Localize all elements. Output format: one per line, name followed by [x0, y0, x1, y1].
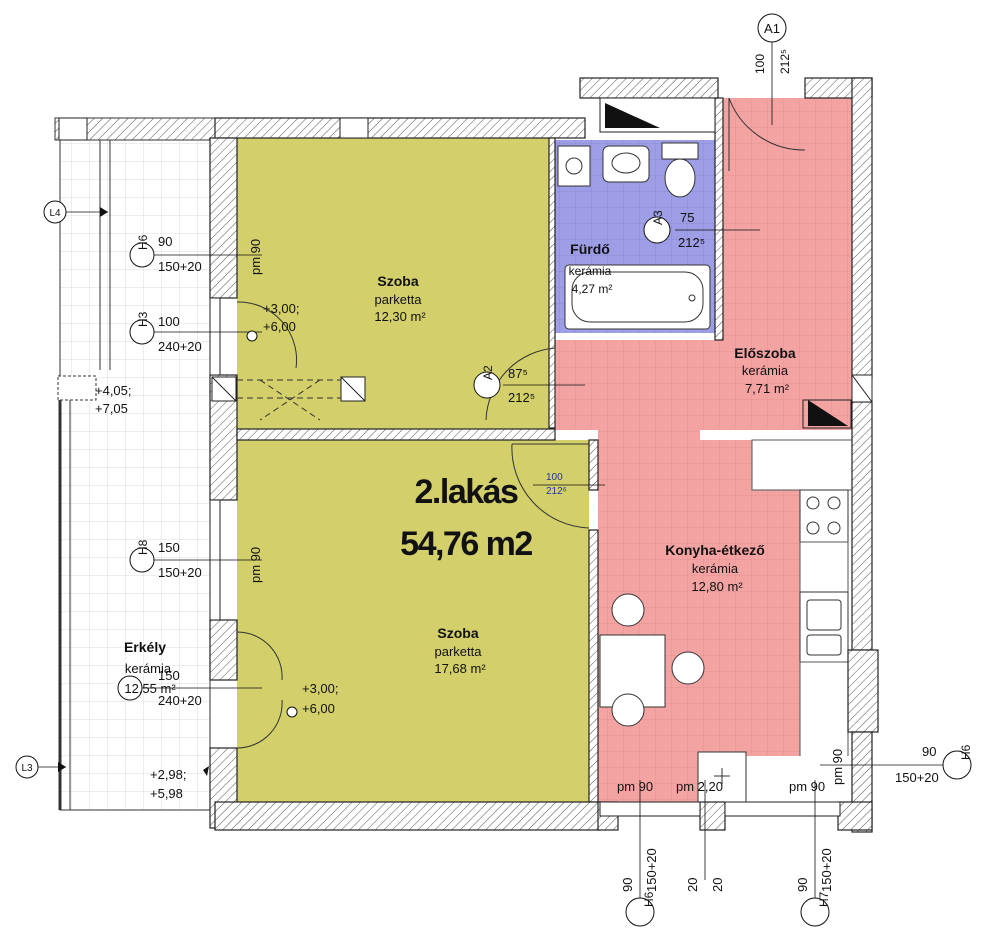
level-4a: +2,98;	[150, 767, 187, 782]
chair	[611, 693, 645, 727]
a1-height: 212⁵	[778, 49, 792, 74]
bot-h6-width: 90	[620, 878, 635, 892]
room1-area: 12,30 m²	[374, 309, 426, 324]
marker-h8-label: H8	[136, 539, 150, 555]
chair	[671, 651, 705, 685]
marker-l3	[15, 755, 39, 779]
a1-width: 100	[753, 54, 767, 74]
marker-h3	[129, 319, 155, 345]
balcony-floor: kerámia	[125, 661, 172, 676]
h3-width: 100	[158, 314, 180, 329]
bath-name: Fürdő	[570, 241, 610, 257]
room2-area: 17,68 m²	[434, 661, 486, 676]
level-2a: +4,05;	[95, 383, 132, 398]
sill-4: pm 2,20	[676, 779, 723, 794]
h8-width: 150	[158, 540, 180, 555]
door-width: 100	[546, 472, 563, 483]
marker-h6	[129, 242, 155, 268]
marker-a1-label: A1	[764, 21, 780, 36]
h6-height: 150+20	[158, 259, 202, 274]
h3-height: 240+20	[158, 339, 202, 354]
bot-h7-height: 150+20	[819, 848, 834, 892]
sill-5: pm 90	[789, 779, 825, 794]
h6right-height: 150+20	[895, 770, 939, 785]
marker-l3-label: L3	[21, 763, 33, 774]
level-1b: +6,00	[263, 319, 296, 334]
marker-a3	[643, 216, 671, 244]
washbasin-cabinet	[557, 145, 591, 187]
marker-h6-label: H6	[136, 234, 150, 250]
sill-2: pm 90	[248, 547, 263, 583]
washbasin	[602, 145, 650, 183]
kitchen-floor: kerámia	[692, 561, 739, 576]
room1-floor: parketta	[375, 292, 423, 307]
room2-name: Szoba	[437, 625, 478, 641]
bot-h6-height: 150+20	[644, 848, 659, 892]
bath-area: 4,27 m²	[572, 282, 613, 296]
sill-1: pm 90	[248, 239, 263, 275]
marker-h6-right	[942, 750, 972, 780]
marker-h6-bottom-label: H6	[642, 891, 656, 907]
walls	[209, 77, 879, 833]
kitchen-area: 12,80 m²	[691, 579, 743, 594]
bot-mid-a: 20	[685, 878, 700, 892]
hall-area: 7,71 m²	[745, 381, 790, 396]
level-3b: +6,00	[302, 701, 335, 716]
sill-6: pm 90	[830, 749, 845, 785]
marker-h6-right-label: H6	[959, 744, 973, 760]
door-height: 212⁶	[546, 486, 567, 497]
marker-a2-label: A2	[481, 365, 495, 380]
h4-width: 150	[158, 668, 180, 683]
marker-h7	[800, 897, 830, 927]
hall-floor: kerámia	[742, 363, 789, 378]
stove	[799, 489, 849, 543]
toilet	[661, 142, 699, 160]
sill-3: pm 90	[617, 779, 653, 794]
bot-h7-width: 90	[795, 878, 810, 892]
marker-h7-label: H7	[817, 891, 831, 907]
chair	[611, 593, 645, 627]
room-szoba-2	[237, 440, 589, 802]
balcony-name: Erkély	[124, 639, 166, 655]
marker-h3-label: H3	[136, 311, 150, 327]
marker-a2	[473, 371, 501, 399]
bot-mid-b: 20	[710, 878, 725, 892]
marker-l4	[43, 200, 67, 224]
marker-h4	[117, 675, 143, 701]
hall-name: Előszoba	[734, 345, 796, 361]
marker-h8	[129, 547, 155, 573]
level-2b: +7,05	[95, 401, 128, 416]
h6-width: 90	[158, 234, 172, 249]
marker-a1	[757, 13, 787, 43]
level-3a: +3,00;	[302, 681, 339, 696]
h6right-width: 90	[922, 744, 936, 759]
unit-name: 2.lakás	[415, 473, 519, 511]
level-1a: +3,00;	[263, 301, 300, 316]
a3-height: 212⁵	[678, 235, 705, 250]
level-4b: +5,98	[150, 786, 183, 801]
bath-floor: kerámia	[569, 264, 612, 278]
room1-name: Szoba	[377, 273, 418, 289]
room2-floor: parketta	[435, 644, 483, 659]
h8-height: 150+20	[158, 565, 202, 580]
kitchen-name: Konyha-étkező	[665, 542, 765, 558]
h4-height: 240+20	[158, 693, 202, 708]
balcony-area: 12,55 m²	[124, 681, 176, 696]
a2-width: 87⁵	[508, 366, 528, 381]
marker-h6-bottom	[625, 897, 655, 927]
a3-width: 75	[680, 210, 694, 225]
marker-l4-label: L4	[49, 208, 61, 219]
balcony-floor	[59, 139, 211, 811]
unit-area: 54,76 m2	[400, 525, 532, 563]
a2-height: 212⁵	[508, 390, 535, 405]
marker-a3-label: A3	[651, 210, 665, 225]
